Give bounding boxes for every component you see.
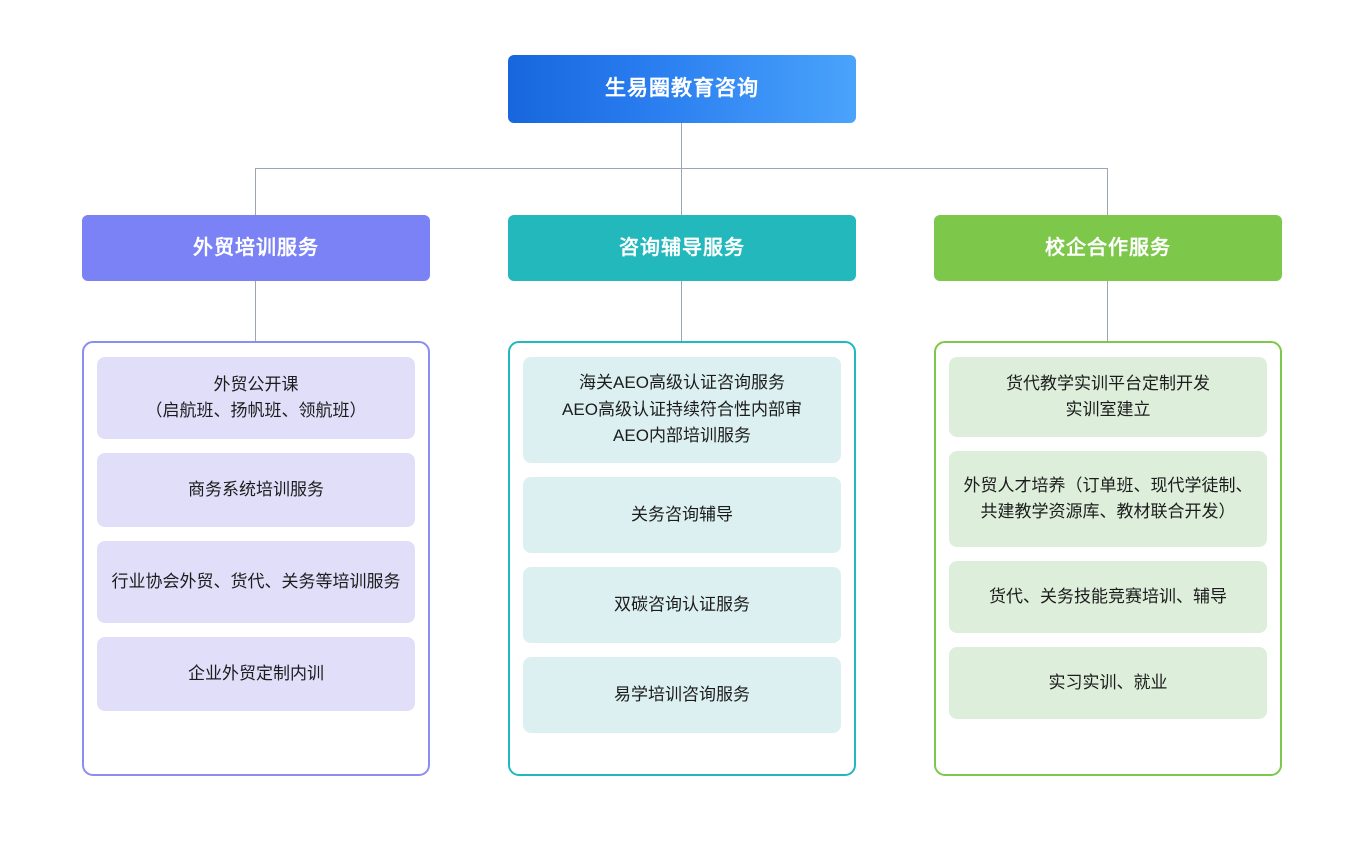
list-item[interactable]: 商务系统培训服务 [97, 453, 415, 527]
card-label: 易学培训咨询服务 [614, 684, 750, 704]
column-header-1-label: 外贸培训服务 [193, 237, 319, 259]
list-item[interactable]: 实习实训、就业 [949, 647, 1267, 719]
column-consulting-services: 咨询辅导服务 海关AEO高级认证咨询服务 AEO高级认证持续符合性内部审 AEO… [508, 215, 856, 776]
list-item[interactable]: 外贸公开课 （启航班、扬帆班、领航班） [97, 357, 415, 439]
card-label: 商务系统培训服务 [188, 479, 324, 499]
card-label: 企业外贸定制内训 [188, 663, 324, 683]
list-item[interactable]: 外贸人才培养（订单班、现代学徒制、共建教学资源库、教材联合开发） [949, 451, 1267, 547]
root-node[interactable]: 生易圈教育咨询 [508, 55, 856, 123]
connector-drop-column-2 [681, 168, 682, 216]
column-box-2: 海关AEO高级认证咨询服务 AEO高级认证持续符合性内部审 AEO内部培训服务 … [508, 341, 856, 776]
connector-header-to-box-1 [255, 281, 256, 355]
list-item[interactable]: 行业协会外贸、货代、关务等培训服务 [97, 541, 415, 623]
connector-root-stem [681, 123, 682, 169]
card-label: 外贸人才培养（订单班、现代学徒制、共建教学资源库、教材联合开发） [963, 475, 1253, 521]
connector-header-to-box-3 [1107, 281, 1108, 355]
card-label: 关务咨询辅导 [631, 504, 733, 524]
column-header-1[interactable]: 外贸培训服务 [82, 215, 430, 281]
connector-drop-column-3 [1107, 168, 1108, 216]
column-box-3: 货代教学实训平台定制开发 实训室建立 外贸人才培养（订单班、现代学徒制、共建教学… [934, 341, 1282, 776]
list-item[interactable]: 货代、关务技能竞赛培训、辅导 [949, 561, 1267, 633]
card-label: 双碳咨询认证服务 [614, 594, 750, 614]
connector-header-to-box-2 [681, 281, 682, 355]
list-item[interactable]: 双碳咨询认证服务 [523, 567, 841, 643]
card-label: 外贸公开课 （启航班、扬帆班、领航班） [145, 374, 367, 420]
card-label: 实习实训、就业 [1048, 672, 1168, 692]
list-item[interactable]: 企业外贸定制内训 [97, 637, 415, 711]
column-training-services: 外贸培训服务 外贸公开课 （启航班、扬帆班、领航班） 商务系统培训服务 行业协会… [82, 215, 430, 776]
card-label: 货代、关务技能竞赛培训、辅导 [989, 586, 1227, 606]
column-header-3-label: 校企合作服务 [1045, 237, 1171, 259]
column-header-3[interactable]: 校企合作服务 [934, 215, 1282, 281]
column-header-2-label: 咨询辅导服务 [619, 237, 745, 259]
card-label: 海关AEO高级认证咨询服务 AEO高级认证持续符合性内部审 AEO内部培训服务 [562, 373, 802, 446]
column-school-enterprise-services: 校企合作服务 货代教学实训平台定制开发 实训室建立 外贸人才培养（订单班、现代学… [934, 215, 1282, 776]
column-box-1: 外贸公开课 （启航班、扬帆班、领航班） 商务系统培训服务 行业协会外贸、货代、关… [82, 341, 430, 776]
list-item[interactable]: 海关AEO高级认证咨询服务 AEO高级认证持续符合性内部审 AEO内部培训服务 [523, 357, 841, 463]
column-header-2[interactable]: 咨询辅导服务 [508, 215, 856, 281]
connector-drop-column-1 [255, 168, 256, 216]
list-item[interactable]: 货代教学实训平台定制开发 实训室建立 [949, 357, 1267, 437]
root-node-label: 生易圈教育咨询 [605, 77, 759, 101]
list-item[interactable]: 关务咨询辅导 [523, 477, 841, 553]
list-item[interactable]: 易学培训咨询服务 [523, 657, 841, 733]
card-label: 货代教学实训平台定制开发 实训室建立 [1006, 373, 1210, 419]
card-label: 行业协会外贸、货代、关务等培训服务 [111, 571, 401, 591]
